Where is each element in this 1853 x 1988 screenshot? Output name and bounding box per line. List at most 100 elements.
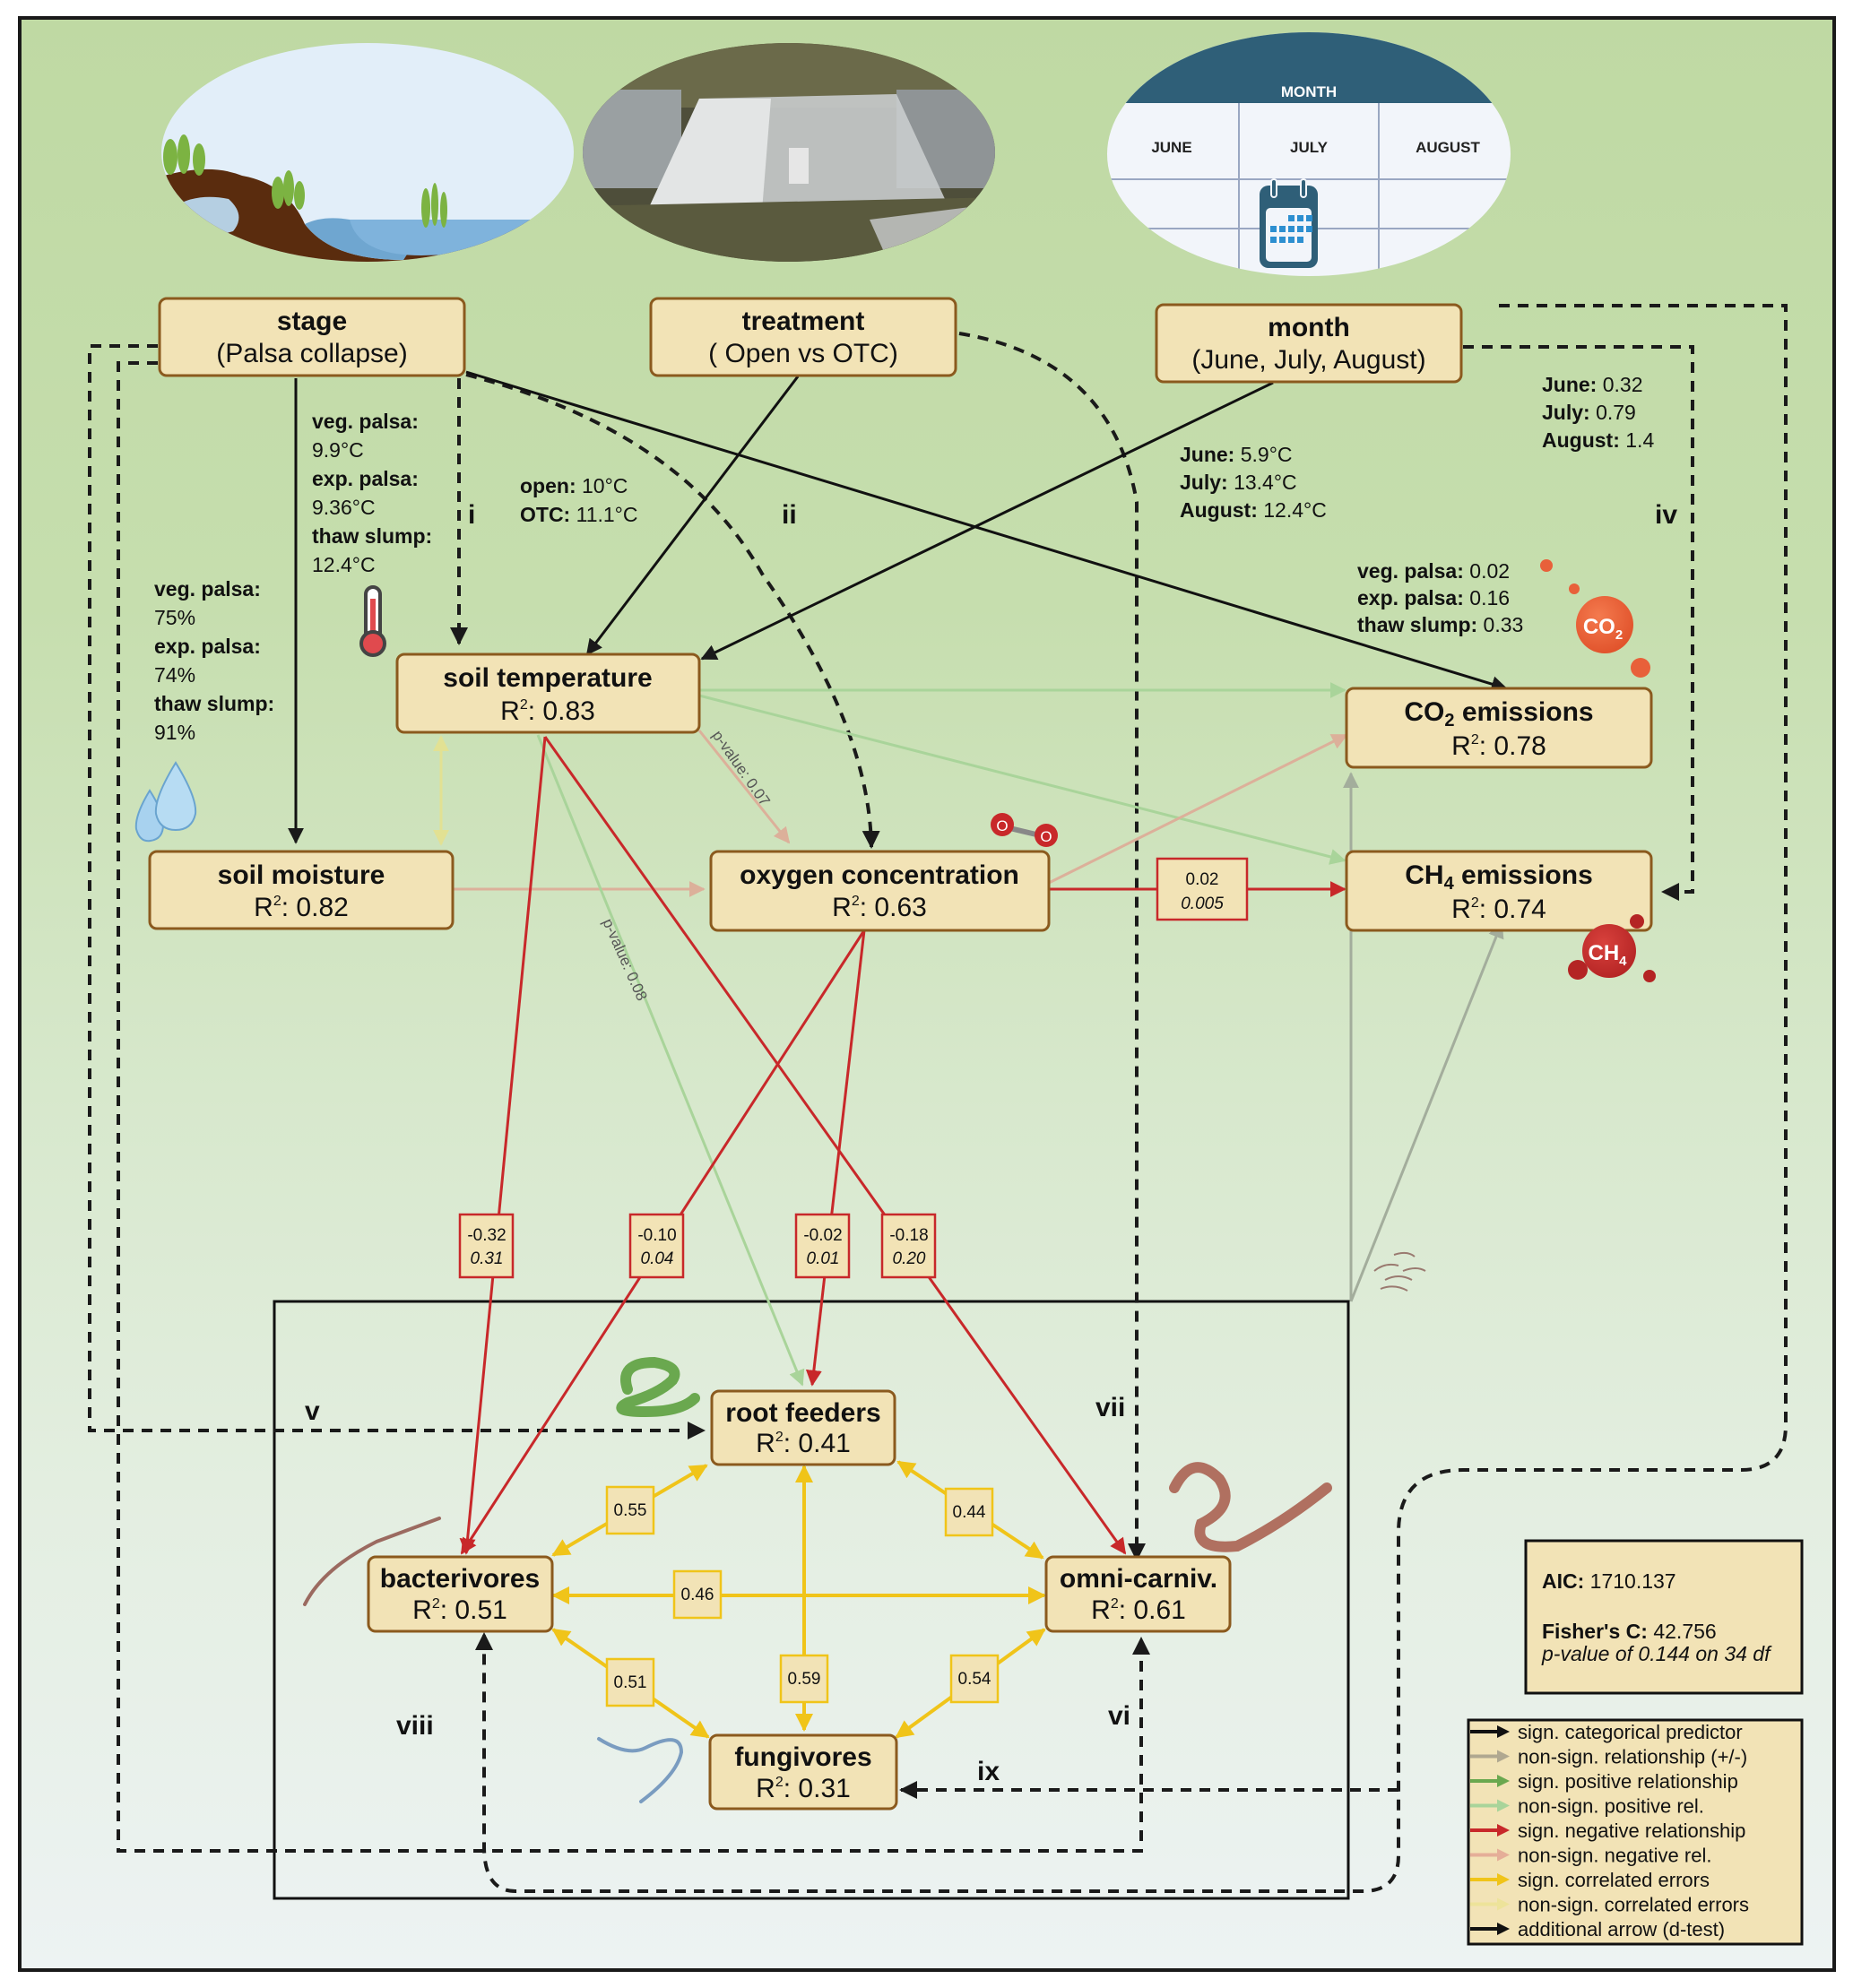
annot-label: exp. palsa: [1357,586,1464,609]
node-r2: R2: 0.83 [500,696,595,726]
co2-bubble-icon: CO2 [1540,559,1650,678]
annot-label: July: [1180,471,1228,494]
node-title: oxygen concentration [740,860,1019,890]
coef-box-temp-omni: -0.18 0.20 [880,1213,937,1279]
node-omni-carniv[interactable]: omni-carniv. R2: 0.61 [1044,1555,1232,1633]
node-fungivores[interactable]: fungivores R2: 0.31 [708,1733,898,1811]
svg-text:open: 10°C: open: 10°C [520,474,628,497]
fisher-c-value: 42.756 [1648,1620,1717,1643]
node-stage[interactable]: stage (Palsa collapse) [158,297,466,377]
node-month[interactable]: month (June, July, August) [1155,303,1463,384]
legend-item: sign. categorical predictor [1470,1721,1743,1743]
node-title: bacterivores [380,1564,540,1594]
legend-label: non-sign. correlated errors [1518,1894,1749,1916]
corr-value: 0.59 [788,1670,821,1689]
annot-value: 1.4 [1620,428,1655,452]
annot-value: 75% [154,606,195,629]
svg-text:CH4: CH4 [1588,941,1627,969]
palsa-collapse-illustration [161,43,574,262]
legend-label: non-sign. positive rel. [1518,1795,1704,1818]
coef-estimate: -0.10 [637,1226,676,1245]
open-top-chamber-photo [583,43,995,262]
annot-label: June: [1542,373,1597,396]
oxygen-atom-label: O [996,817,1008,834]
dtest-label-vi: vi [1108,1701,1130,1731]
arrow-temp-rootfeeders [536,734,805,1387]
legend-label: sign. negative relationship [1518,1819,1745,1842]
annot-value: 12.4°C [1258,498,1327,522]
svg-text:thaw slump: 0.33: thaw slump: 0.33 [1357,613,1523,636]
node-soil-temperature[interactable]: soil temperature R2: 0.83 [395,653,701,734]
annotation-stage-temp: veg. palsa: 9.9°C exp. palsa: 9.36°C tha… [312,410,432,576]
bacterivore-nematode-icon [303,1517,441,1606]
corr-box-bact-root: 0.55 [605,1485,655,1535]
svg-text:thaw slump:: thaw slump: [154,692,274,715]
legend-label: non-sign. negative rel. [1518,1845,1711,1867]
legend-item: sign. negative relationship [1470,1819,1745,1842]
coef-pvalue: 0.005 [1181,895,1224,913]
coef-box-oxygen-root: -0.02 0.01 [794,1213,851,1279]
legend-item: non-sign. negative rel. [1470,1845,1711,1867]
thermometer-icon [359,585,386,657]
node-r2: R2: 0.41 [756,1429,851,1458]
node-treatment[interactable]: treatment ( Open vs OTC) [649,297,957,377]
legend-label: sign. positive relationship [1518,1770,1738,1793]
negative-arrows [459,736,1346,1555]
node-root-feeders[interactable]: root feeders R2: 0.41 [710,1389,896,1466]
coef-estimate: -0.18 [889,1226,928,1245]
node-title: root feeders [725,1398,880,1428]
co2-subscript: 2 [1615,627,1623,643]
dtest-arrow-iv [1463,345,1694,901]
svg-text:veg. palsa:: veg. palsa: [154,577,261,601]
oxygen-molecule-icon: O O [991,813,1058,847]
node-co2-emissions[interactable]: CO2 emissions R2: 0.78 [1345,687,1653,769]
annotation-month-temp: June: 5.9°C July: 13.4°C August: 12.4°C [1180,443,1327,522]
arrow-foodweb-ch4 [1349,921,1504,1302]
arrow-oxygen-co2 [1048,733,1348,885]
soil-foodweb-box [273,1300,1350,1900]
node-title: fungivores [734,1742,871,1772]
annot-label: August: [1180,498,1258,522]
svg-text:exp. palsa:: exp. palsa: [312,467,419,490]
pvalue-temp-rootfeeders: p-value: 0.08 [599,916,650,1004]
node-subtitle: ( Open vs OTC) [708,339,898,368]
annot-value: 9.9°C [312,438,364,462]
node-title: CH4 emissions [1405,860,1593,894]
corr-box-bact-omni: 0.46 [672,1569,723,1620]
dtest-arrow-v [88,344,706,1439]
node-ch4-emissions[interactable]: CH4 emissions R2: 0.74 [1345,850,1653,932]
legend-arrowhead-icon [1497,1897,1510,1911]
annot-label: thaw slump: [154,692,274,715]
node-title: omni-carniv. [1060,1564,1217,1594]
annot-label: August: [1542,428,1620,452]
dtest-label-i: i [468,500,475,530]
corr-box-bact-fung: 0.51 [605,1657,655,1707]
relationship-arrows [433,682,1504,1387]
legend-item: non-sign. positive rel. [1470,1795,1704,1818]
node-soil-moisture[interactable]: soil moisture R2: 0.82 [148,850,455,930]
node-bacterivores[interactable]: bacterivores R2: 0.51 [367,1555,554,1633]
aic-value: 1710.137 [1584,1569,1675,1593]
legend-arrowhead-icon [1497,1848,1510,1862]
arrow-temp-oxygen [697,730,791,844]
annot-label: open: [520,474,576,497]
annot-value: 0.16 [1464,586,1510,609]
legend: sign. categorical predictor non-sign. rel… [1467,1718,1804,1946]
dtest-label-vii: vii [1095,1393,1125,1422]
node-title: month [1268,313,1350,342]
node-r2: R2: 0.78 [1451,731,1546,761]
coef-box-oxygen-bact: -0.10 0.04 [628,1213,685,1279]
annot-value: 10°C [576,474,628,497]
water-drops-icon [134,761,197,843]
node-oxygen-concentration[interactable]: oxygen concentration R2: 0.63 [709,850,1051,932]
annot-label: veg. palsa: [312,410,419,433]
svg-text:August: 1.4: August: 1.4 [1542,428,1654,452]
arrow-temp-omnicarniv [543,736,1127,1555]
fisher-c-label: Fisher's C: [1542,1620,1648,1643]
arrow-month-temp [700,381,1274,661]
annot-value: 9.36°C [312,496,376,519]
legend-label: additional arrow (d-test) [1518,1918,1725,1940]
legend-item: non-sign. relationship (+/-) [1470,1746,1747,1768]
categorical-arrows [288,370,1508,844]
legend-label: sign. categorical predictor [1518,1721,1743,1743]
